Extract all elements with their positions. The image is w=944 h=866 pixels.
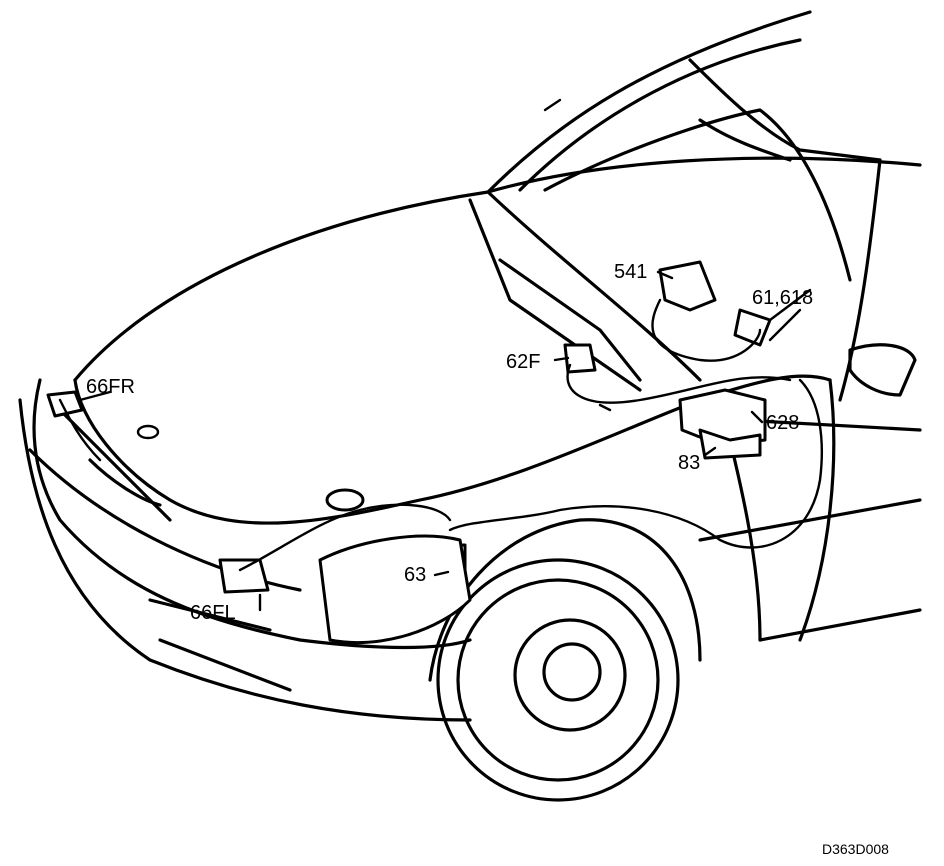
callout-541: 541 (614, 261, 648, 283)
callout-83: 83 (678, 452, 701, 474)
component-541 (658, 260, 717, 312)
leader-lines (78, 270, 764, 612)
hoses (58, 288, 823, 572)
reservoir-cap (325, 488, 365, 512)
callout-628: 628 (766, 412, 800, 434)
component-61-618 (733, 308, 772, 347)
component-66FR (46, 390, 84, 418)
component-66FL (218, 558, 270, 594)
callout-62F: 62F (506, 351, 541, 373)
component-62F (563, 343, 597, 374)
washer-reservoir (318, 534, 472, 645)
callout-63: 63 (404, 564, 427, 586)
callout-66FL: 66FL (190, 602, 236, 624)
reference-code: D363D008 (822, 841, 889, 857)
car-body (18, 10, 922, 802)
component-83 (698, 428, 762, 460)
callout-61-618: 61,618 (752, 287, 814, 309)
components (46, 260, 772, 645)
callout-66FR: 66FR (86, 376, 135, 398)
